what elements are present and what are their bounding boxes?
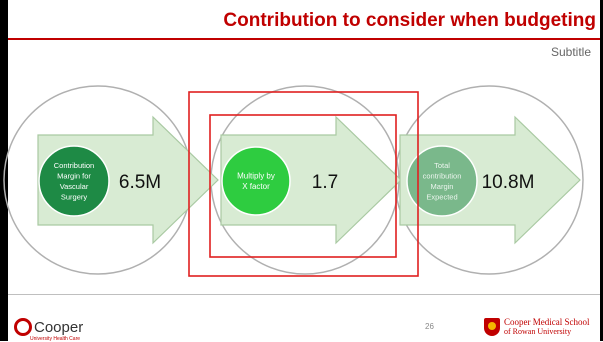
title-bar: Contribution to consider when budgeting [8, 8, 600, 40]
step-2-label: Multiply by X factor [237, 171, 275, 191]
medical-school-name: Cooper Medical School [504, 317, 590, 327]
step-1-label-line: Margin for [57, 171, 91, 180]
highlight-box-outer [188, 91, 419, 277]
shield-icon [484, 318, 500, 336]
step-1-label-line: Surgery [61, 192, 88, 201]
medical-school-sub: of Rowan University [504, 327, 572, 336]
cooper-c-icon [14, 318, 32, 336]
step-1-value: 6.5M [119, 172, 161, 193]
step-3-label-line: Expected [426, 192, 457, 201]
step-3-label-line: contribution [423, 171, 462, 180]
right-edge [600, 0, 603, 341]
footer-divider [8, 294, 600, 295]
step-2-value: 1.7 [312, 172, 338, 193]
step-3-label-line: Margin [431, 182, 454, 191]
step-1-label-line: Contribution [54, 161, 94, 170]
cooper-logo-subtext: University Health Care [30, 336, 81, 342]
slide-subtitle: Subtitle [550, 45, 591, 59]
page-number: 26 [425, 322, 434, 331]
step-1-dot [38, 145, 110, 217]
step-3-dot [406, 145, 478, 217]
title-underline [8, 38, 600, 40]
step-3-label-line: Total [434, 161, 450, 170]
slide-title: Contribution to consider when budgeting [223, 10, 596, 31]
step-3-value: 10.8M [482, 172, 535, 193]
step-2-dot [221, 146, 291, 216]
step-1-label-line: Vascular [60, 182, 89, 191]
step-2-label-line: Multiply by [237, 171, 275, 180]
cooper-logo: Cooper University Health Care [14, 318, 84, 342]
step-2-label-line: X factor [242, 182, 270, 191]
highlight-box-inner [209, 114, 397, 258]
cooper-logo-name: Cooper [34, 318, 84, 336]
